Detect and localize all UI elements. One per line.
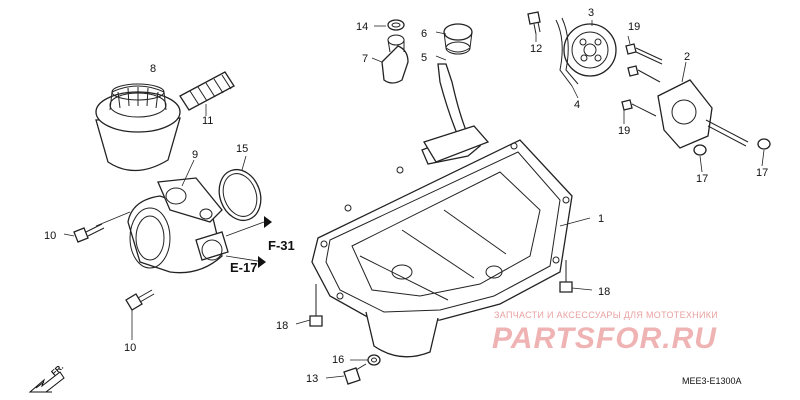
- diagram-code: MEE3-E1300A: [682, 376, 742, 386]
- label-part-5: 5: [421, 52, 427, 64]
- label-part-18-left: 18: [276, 320, 288, 332]
- label-part-18-right: 18: [598, 286, 610, 298]
- o-ring-small: [387, 19, 405, 31]
- pump-sprocket: [563, 23, 617, 77]
- bolt-19-top: [625, 43, 663, 65]
- label-part-19-bottom: 19: [618, 125, 630, 137]
- oil-pan: [311, 139, 573, 358]
- oil-cooler: [127, 177, 229, 274]
- label-part-14: 14: [356, 21, 368, 33]
- o-ring: [218, 168, 262, 222]
- label-part-13: 13: [306, 373, 318, 385]
- leader-lines: [63, 20, 765, 379]
- label-part-4: 4: [574, 99, 580, 111]
- reference-arrows: [95, 211, 272, 268]
- label-part-9: 9: [192, 149, 198, 161]
- label-part-15: 15: [236, 143, 248, 155]
- bolt-19-mid: [627, 65, 661, 83]
- collar-17-left: [693, 144, 707, 156]
- label-part-1: 1: [598, 213, 604, 225]
- watermark: ЗАПЧАСТИ И АКСЕССУАРЫ ДЛЯ МОТОТЕХНИКИ PA…: [492, 310, 718, 355]
- label-part-3: 3: [588, 7, 594, 19]
- label-part-17-left: 17: [696, 173, 708, 185]
- label-part-10-upper: 10: [44, 230, 56, 242]
- ref-label-f31: F-31: [268, 238, 295, 253]
- oil-filter: [95, 83, 181, 172]
- front-marker-label: FR.: [50, 362, 66, 377]
- label-part-19-top: 19: [628, 21, 640, 33]
- sealing-washer: [367, 354, 381, 366]
- oil-strainer: [421, 23, 490, 165]
- watermark-caption: ЗАПЧАСТИ И АКСЕССУАРЫ ДЛЯ МОТОТЕХНИКИ: [494, 310, 718, 320]
- label-part-16: 16: [332, 354, 344, 366]
- watermark-brand: PARTSFOR.RU: [492, 322, 717, 355]
- front-direction-arrow: FR.: [28, 362, 66, 393]
- label-part-10-lower: 10: [124, 342, 136, 354]
- bolt-10-lower: [125, 289, 155, 311]
- pump-chain: [555, 17, 579, 87]
- label-part-6: 6: [421, 28, 427, 40]
- bolt-12: [527, 11, 541, 35]
- label-part-11: 11: [202, 115, 213, 127]
- bolt-19-low: [621, 99, 657, 117]
- oil-pipe: [381, 34, 409, 84]
- stud-pipe: [179, 71, 235, 111]
- label-part-7: 7: [362, 53, 368, 65]
- label-part-12: 12: [530, 43, 542, 55]
- label-part-2: 2: [684, 51, 690, 63]
- label-part-17-right: 17: [756, 167, 768, 179]
- oil-pump: [657, 79, 749, 149]
- bolt-18-left: [309, 284, 323, 327]
- bolt-10-upper: [73, 223, 105, 243]
- label-part-8: 8: [150, 63, 156, 75]
- collar-17-right: [757, 138, 771, 150]
- ref-label-e17: E-17: [230, 260, 257, 275]
- drain-bolt: [343, 363, 367, 385]
- bolt-18-right: [559, 260, 573, 293]
